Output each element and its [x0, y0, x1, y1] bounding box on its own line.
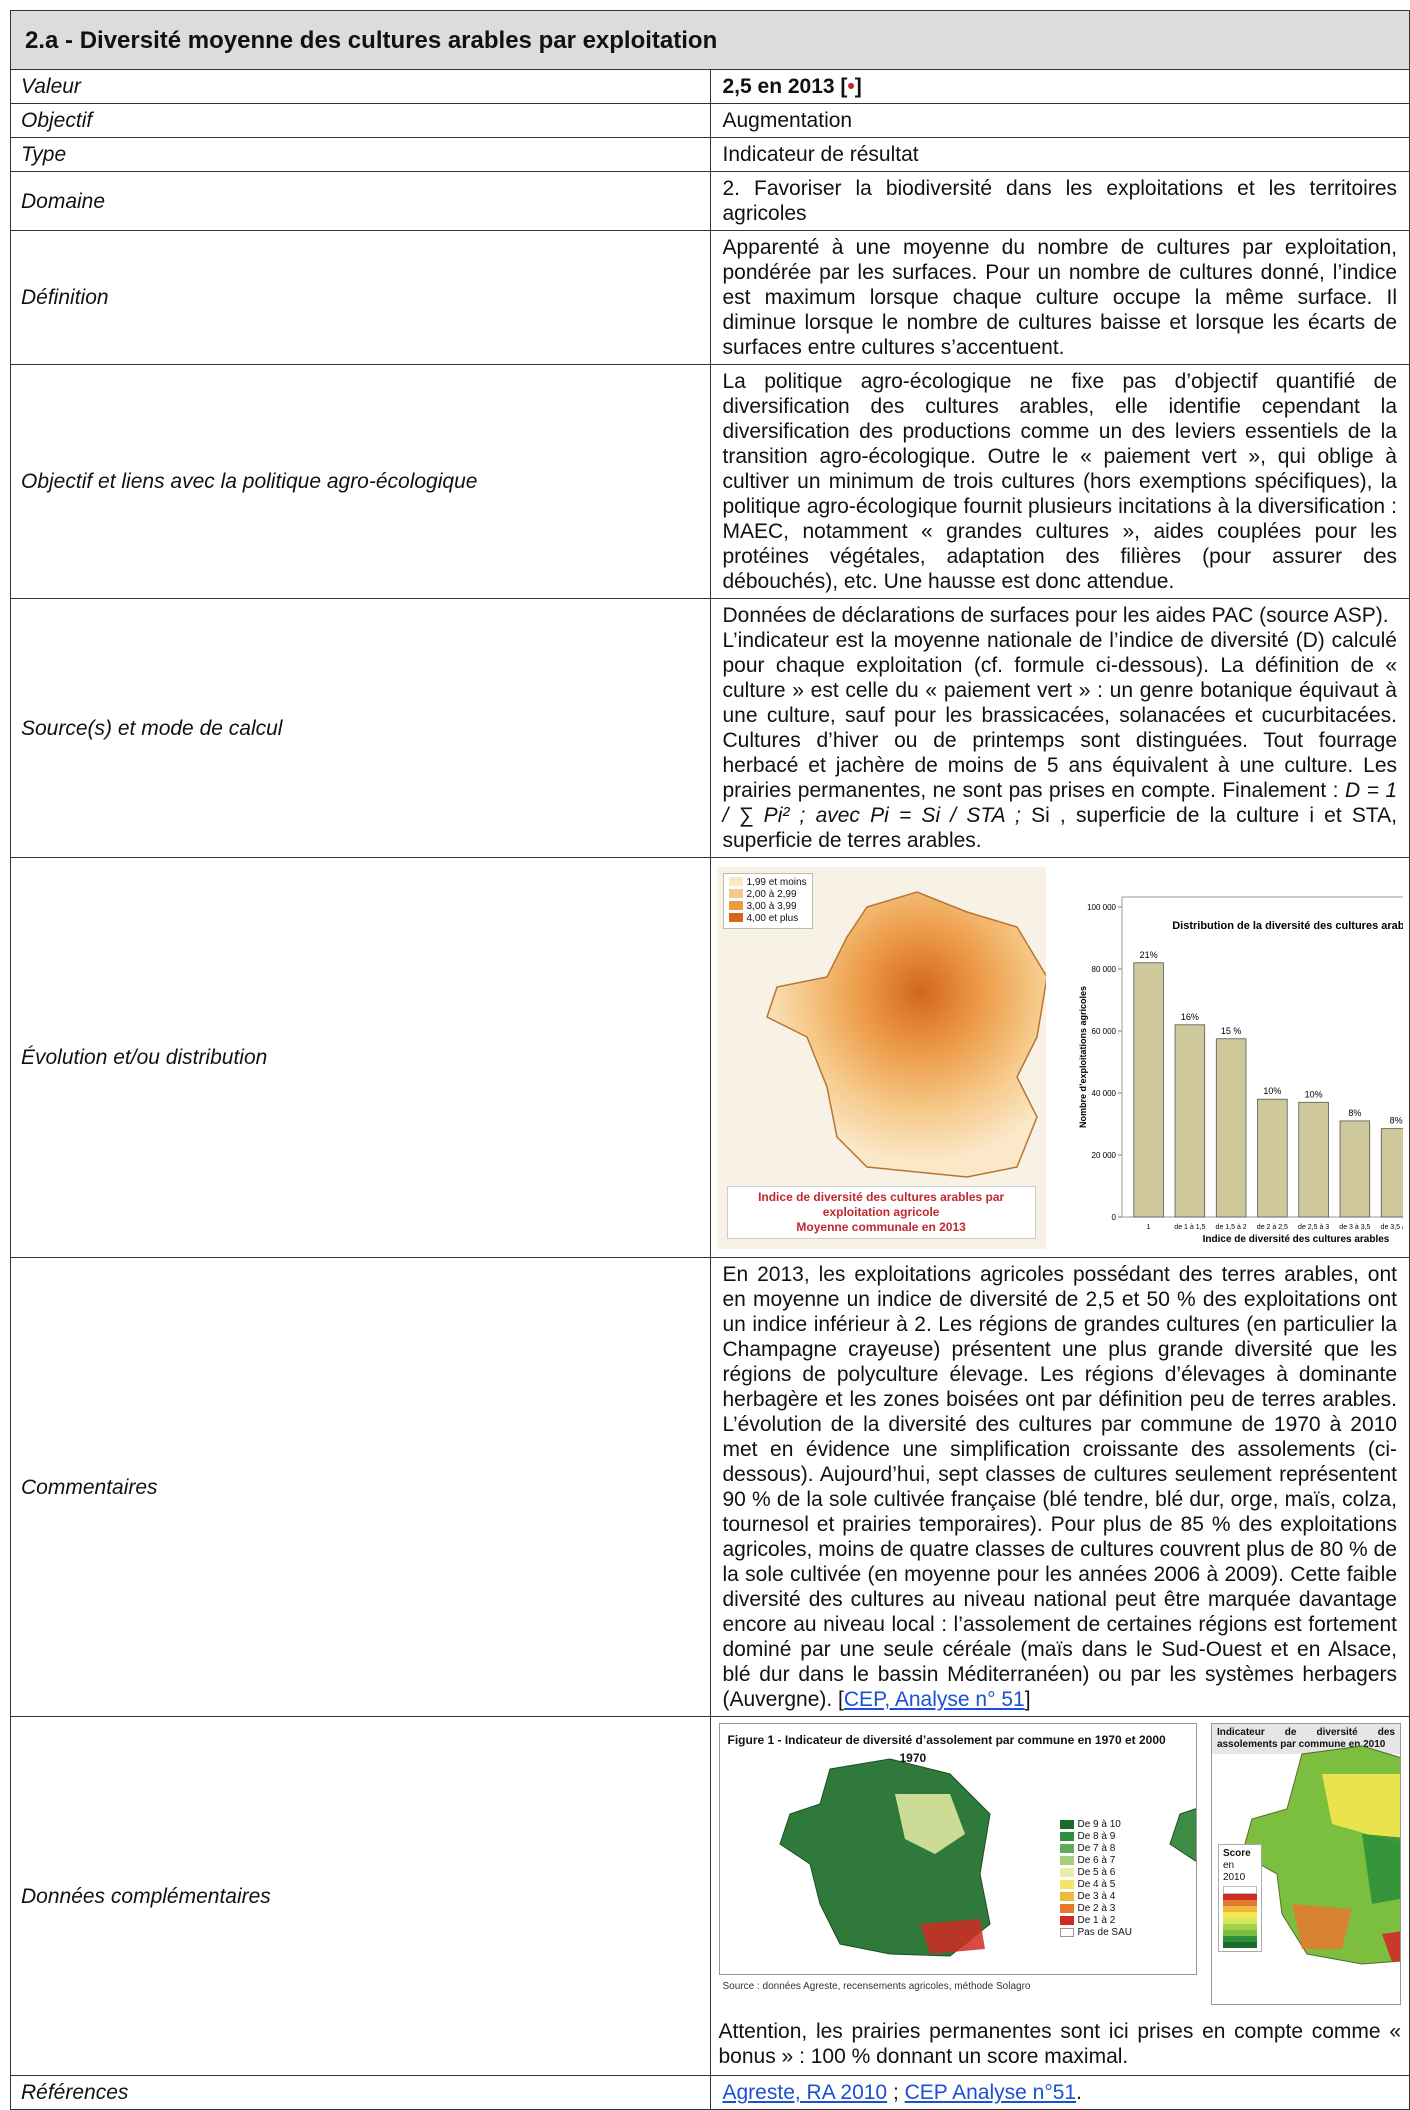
figure-1970-2000: Figure 1 - Indicateur de diversité d’ass…: [718, 1723, 1197, 1975]
x-tick-label: de 3,5 à 4: [1380, 1224, 1403, 1231]
y-axis-label: Nombre d’exploitations agricoles: [1078, 985, 1088, 1127]
cep-analyse-link[interactable]: CEP, Analyse n° 51: [843, 1688, 1025, 1711]
bar: [1174, 1023, 1205, 1217]
row-value-evolution: 1,99 et moins 2,00 à 2,99 3,00 à 3,99 4,…: [709, 857, 1410, 1258]
row-label-donnees: Données complémentaires: [10, 1716, 711, 2076]
y-tick-label: 60 000: [1091, 1027, 1116, 1036]
figure2-legend: Score en 2010: [1217, 1844, 1262, 1952]
row-value-donnees: Figure 1 - Indicateur de diversité d’ass…: [709, 1716, 1410, 2076]
row-value-liens: La politique agro-écologique ne fixe pas…: [709, 364, 1410, 599]
row-label-evolution: Évolution et/ou distribution: [10, 857, 711, 1258]
cep-analyse-51-link[interactable]: CEP Analyse n°51: [904, 2081, 1077, 2104]
y-tick-label: 20 000: [1091, 1151, 1116, 1160]
y-tick-label: 80 000: [1091, 965, 1116, 974]
plot-area: [1121, 896, 1403, 1217]
map1-caption: Indice de diversité des cultures arables…: [726, 1185, 1036, 1239]
donnees-note: Attention, les prairies permanentes sont…: [718, 2020, 1402, 2068]
figure-2010: Indicateur de diversité des assolements …: [1210, 1723, 1401, 2005]
bar-data-label: 10%: [1304, 1089, 1322, 1099]
bar-data-label: 10%: [1263, 1086, 1281, 1096]
row-value-type: Indicateur de résultat: [709, 137, 1410, 172]
row-value-references: Agreste, RA 2010 ; CEP Analyse n°51.: [709, 2075, 1410, 2110]
bar: [1256, 1098, 1288, 1217]
source-paragraph-2: L’indicateur est la moyenne nationale de…: [722, 629, 1398, 852]
y-tick-label: 100 000: [1087, 903, 1116, 912]
figure1-legend: De 9 à 10 De 8 à 9 De 7 à 8 De 6 à 7 De …: [1059, 1819, 1132, 1939]
map1-legend: 1,99 et moins 2,00 à 2,99 3,00 à 3,99 4,…: [722, 872, 813, 929]
bar: [1133, 961, 1164, 1217]
bar-data-label: 16%: [1181, 1011, 1199, 1021]
row-value-definition: Apparenté à une moyenne du nombre de cul…: [709, 230, 1410, 365]
bar-chart-svg: Distribution de la diversité des culture…: [1078, 896, 1403, 1245]
row-label-liens: Objectif et liens avec la politique agro…: [10, 364, 711, 599]
row-value-source: Données de déclarations de surfaces pour…: [709, 598, 1410, 858]
x-axis-label: Indice de diversité des cultures arables: [1202, 1234, 1389, 1245]
agreste-link[interactable]: Agreste, RA 2010: [722, 2081, 888, 2104]
row-label-domaine: Domaine: [10, 171, 711, 231]
bar: [1215, 1037, 1247, 1217]
bar-data-label: 15 %: [1221, 1025, 1242, 1035]
bar-data-label: 8%: [1348, 1107, 1361, 1117]
row-label-type: Type: [10, 137, 711, 172]
row-value-objectif: Augmentation: [709, 103, 1410, 138]
chart-title: Distribution de la diversité des culture…: [1172, 920, 1403, 932]
row-label-references: Références: [10, 2075, 711, 2110]
diversity-map-2013: 1,99 et moins 2,00 à 2,99 3,00 à 3,99 4,…: [716, 866, 1046, 1249]
france-map-2013: [765, 890, 1046, 1178]
row-label-commentaires: Commentaires: [10, 1257, 711, 1717]
bar: [1380, 1127, 1403, 1217]
figure1-year-1970: 1970: [899, 1751, 927, 1765]
row-label-definition: Définition: [10, 230, 711, 365]
row-label-objectif: Objectif: [10, 103, 711, 138]
diversity-distribution-chart: Distribution de la diversité des culture…: [1073, 866, 1403, 1249]
row-label-valeur: Valeur: [10, 69, 711, 104]
row-value-valeur: 2,5 en 2013 [•]: [709, 69, 1410, 104]
row-value-commentaires: En 2013, les exploitations agricoles pos…: [709, 1257, 1410, 1717]
x-tick-label: de 2 à 2,5: [1257, 1224, 1288, 1231]
row-value-domaine: 2. Favoriser la biodiversité dans les ex…: [709, 171, 1410, 231]
y-tick-label: 0: [1111, 1213, 1116, 1222]
status-dot: •: [847, 75, 855, 98]
figure1-title: Figure 1 - Indicateur de diversité d’ass…: [727, 1733, 1166, 1747]
y-tick-label: 40 000: [1091, 1089, 1116, 1098]
source-paragraph-1: Données de déclarations de surfaces pour…: [722, 604, 1389, 627]
bar-data-label: 21%: [1139, 949, 1157, 959]
indicator-sheet: 2.a - Diversité moyenne des cultures ara…: [10, 10, 1410, 2110]
x-tick-label: de 2,5 à 3: [1298, 1224, 1329, 1231]
formula: D = 1 / ∑ Pi² ; avec Pi = Si / STA ;: [722, 779, 1398, 827]
x-tick-label: 1: [1146, 1224, 1150, 1231]
indicator-table: 2.a - Diversité moyenne des cultures ara…: [10, 10, 1410, 2110]
x-tick-label: de 3 à 3,5: [1339, 1224, 1370, 1231]
bar-data-label: 8%: [1389, 1115, 1402, 1125]
sheet-title: 2.a - Diversité moyenne des cultures ara…: [10, 10, 1410, 70]
bar: [1298, 1101, 1329, 1217]
bar: [1339, 1119, 1370, 1217]
x-tick-label: de 1 à 1,5: [1174, 1224, 1205, 1231]
x-tick-label: de 1,5 à 2: [1215, 1224, 1246, 1231]
row-label-source: Source(s) et mode de calcul: [10, 598, 711, 858]
